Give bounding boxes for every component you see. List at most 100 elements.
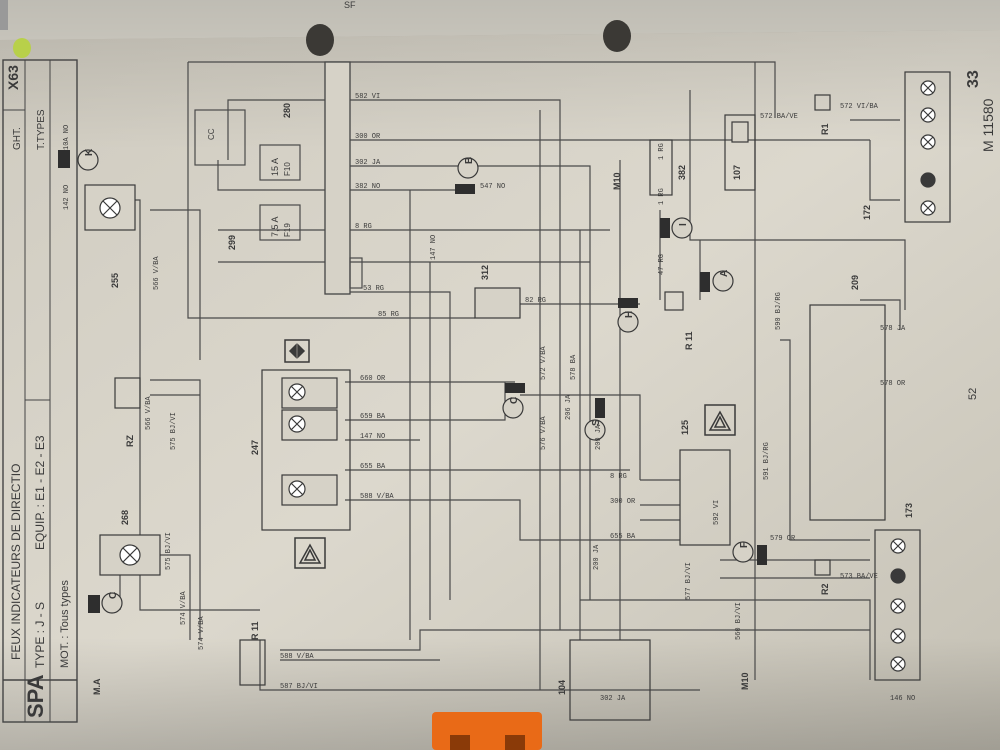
wire-label: 1 RG (658, 143, 666, 160)
orange-clip (432, 712, 542, 750)
wire-label: 574 V/BA (198, 616, 206, 650)
wire-label: 578 OR (880, 380, 906, 388)
wire-label: 1 RG (658, 188, 666, 205)
wire-label: 659 BA (360, 413, 386, 421)
wire-label: 560 BJ/VI (735, 602, 743, 640)
wire-label: 572 BA/VE (760, 113, 798, 121)
connector-s-label: S (591, 419, 602, 426)
type-label: TYPE : J - S (33, 602, 47, 668)
connector-b-label: B (464, 157, 475, 164)
wire-label: 660 OR (360, 375, 386, 383)
wire-label: 8 RG (610, 473, 627, 481)
connector-k-label: K (84, 148, 95, 156)
connector-a-label: A (719, 270, 730, 277)
fuse-f10-rating: 15 A (270, 158, 280, 176)
component-125-label: 125 (680, 420, 690, 435)
wire-label: 577 BJ/VI (685, 562, 693, 600)
page-number-block: 33 M 11580 52 (965, 70, 996, 400)
component-m10b-label: M10 (740, 672, 750, 690)
wire-label: 547 NO (480, 183, 505, 191)
wire-label: 573 BA/VE (840, 573, 878, 581)
wire-label: 576 V/BA (540, 416, 548, 450)
connector-circles (77, 149, 754, 614)
diagram-title: FEUX INDICATEURS DE DIRECTIO (9, 464, 23, 660)
wire-label: 302 JA (600, 695, 626, 703)
wire-label: 8 RG (355, 223, 372, 231)
fuse-f19-rating: 7,5 A (270, 216, 280, 237)
wire-label: 591 BJ/RG (763, 442, 771, 480)
component-ma-label: M.A (92, 678, 102, 695)
types-label: T.TYPES (36, 109, 47, 150)
footer-number: 52 (967, 388, 979, 400)
connector-h-label: H (624, 311, 635, 318)
component-268-label: 268 (120, 510, 130, 525)
section-code: SPA (23, 674, 48, 718)
component-255-label: 255 (110, 273, 120, 288)
wire-label: 146 NO (890, 695, 915, 703)
drawing-id: M 11580 (980, 98, 996, 152)
mot-label: MOT. : Tous types (59, 580, 71, 668)
wires (90, 61, 906, 691)
wire-label: 82 RG (525, 297, 546, 305)
relay-unit-299 (194, 61, 363, 295)
component-r1-label: R1 (820, 123, 830, 135)
wire-label: 200 JA (593, 544, 601, 570)
wire-label: 300 OR (610, 498, 636, 506)
wire-label: 578 BA (570, 354, 578, 380)
wire-label: 575 BJ/VI (170, 412, 178, 450)
wire-label: 592 VI (713, 500, 721, 525)
unit-299-label: 299 (227, 235, 237, 250)
connector-letters: K C B I A H C S F (84, 148, 750, 599)
connector-c-left-label: C (108, 592, 119, 599)
wire-label: 47 RG (658, 254, 666, 275)
equip-label: EQUIP. : E1 - E2 - E3 (33, 435, 47, 550)
wire-label: 572 VI/BA (840, 103, 879, 111)
wire-label: 206 JA (565, 394, 573, 420)
page-code: X63 (5, 65, 21, 90)
binder-holes (13, 20, 631, 58)
wire-label: 578 JA (880, 325, 906, 333)
component-247-label: 247 (250, 440, 260, 455)
component-104-label: 104 (557, 680, 567, 695)
title-block: SPA FEUX INDICATEURS DE DIRECTIO TYPE : … (2, 59, 78, 723)
wire-label: 382 NO (355, 183, 380, 191)
wire-label: 588 V/BA (360, 493, 394, 501)
wire-label: 53 RG (363, 285, 384, 293)
component-r11b-label: R 11 (684, 331, 694, 350)
cc-label: CC (207, 128, 216, 140)
wire-label: 566 V/BA (153, 256, 161, 290)
wire-label: 300 OR (355, 133, 381, 141)
wire-label: 579 OR (770, 535, 796, 543)
hazard-triangle-icons (284, 339, 736, 569)
wire-label: 587 BJ/VI (280, 683, 318, 691)
component-382-label: 382 (677, 165, 687, 180)
component-173-label: 173 (904, 503, 914, 518)
component-labels: 255 268 247 312 382 107 125 209 172 173 … (92, 123, 914, 695)
wire-label: 566 V/BA (145, 396, 153, 430)
wire-label: 147 NO (430, 235, 438, 260)
component-r11-label: R 11 (250, 621, 260, 640)
connector-f-label: F (739, 542, 750, 548)
fuse-f19-label: F19 (283, 223, 292, 237)
wire-label: 655 BA (360, 463, 386, 471)
wire-label: 575 BJ/VI (165, 532, 173, 570)
wire-label: 302 JA (355, 159, 381, 167)
component-172-label: 172 (862, 205, 872, 220)
component-209-label: 209 (850, 275, 860, 290)
page-number: 33 (965, 70, 982, 88)
wire-label: 590 BJ/RG (775, 292, 783, 330)
wire-label: 142 NO (63, 185, 71, 210)
lamp-symbols (84, 71, 951, 721)
connector-i-label: I (678, 223, 689, 226)
connector-c-mid-label: C (509, 397, 520, 404)
ght-label: GHT. (12, 127, 23, 150)
wire-label: 655 BA (610, 533, 636, 541)
wire-labels: 582 VI 300 OR 302 JA 382 NO 8 RG 53 RG 8… (280, 93, 915, 703)
wire-label: 572 V/BA (540, 346, 548, 380)
component-107-label: 107 (732, 165, 742, 180)
unit-280-label: 280 (282, 103, 292, 118)
vertical-wire-labels: 142 NO 10A NO 566 V/BA 566 V/BA 575 BJ/V… (63, 125, 783, 650)
wire-label: 588 V/BA (280, 653, 314, 661)
wire-label: 85 RG (378, 311, 399, 319)
top-strip: SF (0, 0, 356, 30)
